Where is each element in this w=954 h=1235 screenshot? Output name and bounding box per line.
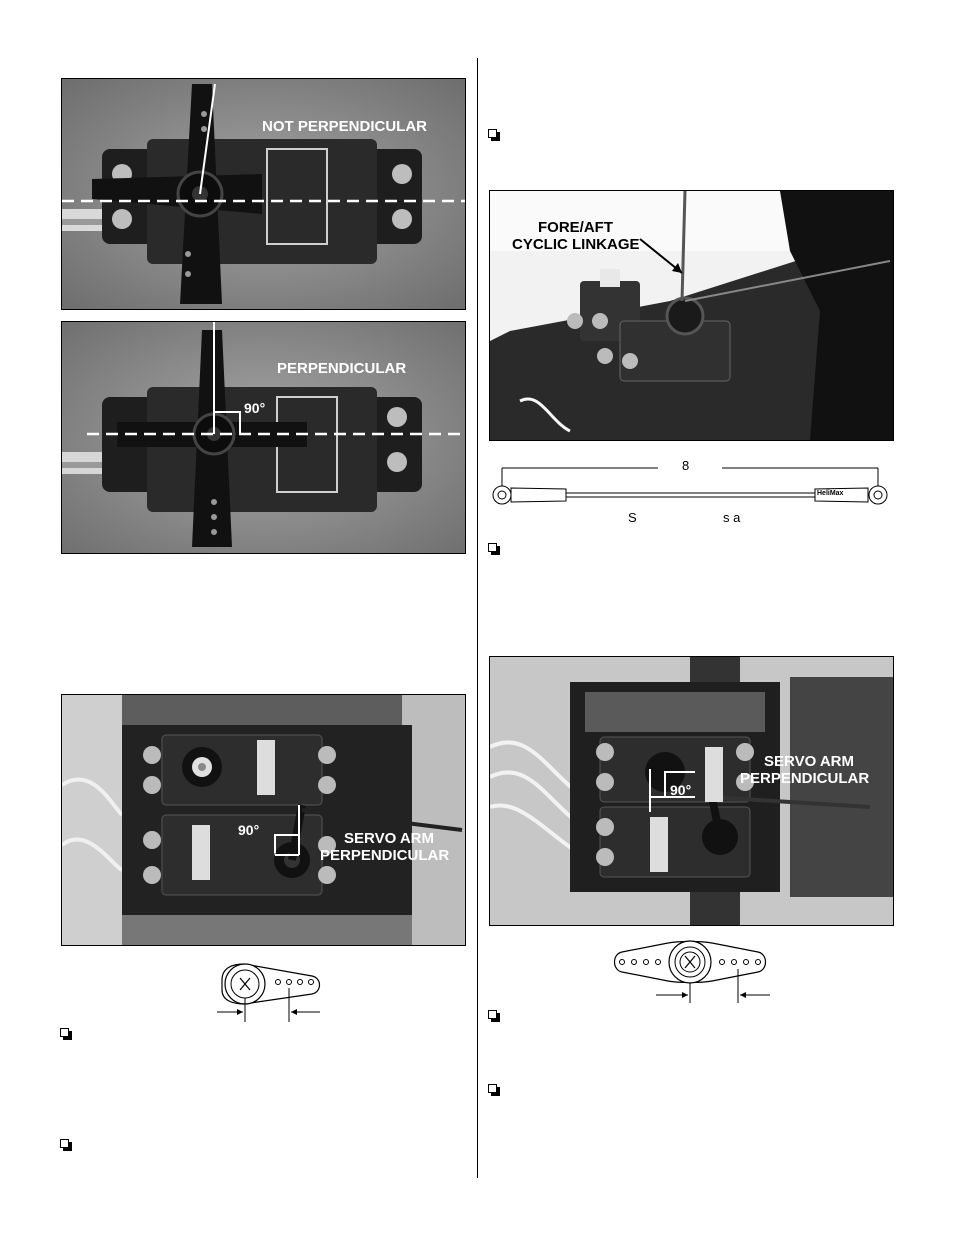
linkage-brand: HeliMax xyxy=(817,490,844,497)
checkbox-left-2[interactable] xyxy=(60,1139,72,1151)
checkbox-left-1[interactable] xyxy=(60,1028,72,1040)
photo-servo-arm-right: SERVO ARM PERPENDICULAR 90° xyxy=(489,656,894,926)
fore-aft-line1: FORE/AFT xyxy=(538,219,613,236)
servo-arm-left-angle: 90° xyxy=(238,822,260,838)
servo-arm-diagram-right xyxy=(613,940,770,1003)
servo-arm-left-image xyxy=(62,695,465,945)
column-divider xyxy=(477,58,478,1178)
fore-aft-line2: CYCLIC LINKAGE xyxy=(512,236,640,253)
photo-servo-arm-left: 90° SERVO ARM PERPENDICULAR xyxy=(61,694,466,946)
servo-arm-right-line1: SERVO ARM xyxy=(764,753,855,770)
servo-arm-left-line1: SERVO ARM xyxy=(344,830,435,847)
servo-arm-right-line2: PERPENDICULAR xyxy=(740,770,870,787)
linkage-caption-sa: s a xyxy=(723,510,741,525)
perpendicular-angle-label: 90° xyxy=(244,400,266,416)
checkbox-right-4[interactable] xyxy=(488,1084,500,1096)
photo-fore-aft-linkage: FORE/AFT CYCLIC LINKAGE xyxy=(489,190,894,441)
not-perpendicular-label: NOT PERPENDICULAR xyxy=(262,118,428,135)
servo-not-perpendicular-image xyxy=(62,79,465,309)
photo-servo-not-perpendicular: NOT PERPENDICULAR xyxy=(61,78,466,310)
linkage-rod-drawing xyxy=(492,467,888,505)
checkbox-right-3[interactable] xyxy=(488,1010,500,1022)
linkage-length-label: 8 xyxy=(682,458,690,473)
servo-arm-right-angle: 90° xyxy=(670,782,692,798)
servo-perpendicular-image xyxy=(62,322,465,553)
perpendicular-label: PERPENDICULAR xyxy=(277,360,407,377)
fore-aft-linkage-image xyxy=(490,191,893,440)
servo-arm-right-image xyxy=(490,657,893,925)
checkbox-right-1[interactable] xyxy=(488,129,500,141)
servo-arm-diagram-left xyxy=(217,963,321,1022)
linkage-caption-s: S xyxy=(628,510,637,525)
photo-servo-perpendicular: PERPENDICULAR 90° xyxy=(61,321,466,554)
checkbox-right-2[interactable] xyxy=(488,543,500,555)
linkage-diagram: 8 HeliMax S s a xyxy=(490,452,892,532)
servo-arm-left-line2: PERPENDICULAR xyxy=(320,847,450,864)
